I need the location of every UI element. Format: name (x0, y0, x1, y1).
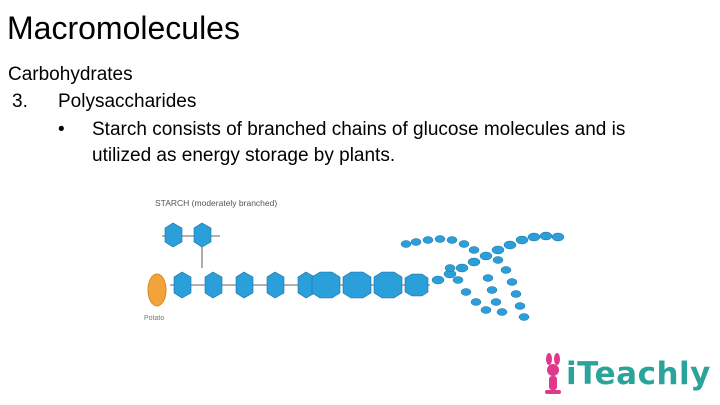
starch-caption: STARCH (moderately branched) (155, 198, 277, 208)
glucose-ring-icon (266, 271, 285, 299)
starch-diagram: STARCH (moderately branched) Potato (140, 190, 580, 330)
potato-label: Potato (144, 315, 164, 322)
iteachly-logo: iTeachly (540, 352, 710, 398)
bullet-line-1: • Starch consists of branched chains of g… (58, 118, 625, 142)
potato-icon (147, 273, 167, 307)
glucose-ring-icon (404, 273, 429, 297)
bullet-text-line1: Starch consists of branched chains of gl… (92, 119, 626, 140)
glucose-ring-icon (204, 271, 223, 299)
glucose-ring-icon (193, 222, 212, 248)
list-item-polysaccharides: 3. Polysaccharides (12, 90, 196, 114)
mascot-icon (545, 353, 561, 394)
glucose-ring-icon (164, 222, 183, 248)
glucose-ring-icon (235, 271, 254, 299)
logo-text: iTeachly (566, 356, 711, 392)
upper-glucose-rings (162, 222, 220, 268)
main-glucose-chain (170, 271, 430, 299)
branch-beads (400, 231, 565, 321)
glucose-ring-icon (173, 271, 192, 299)
list-item-label: Polysaccharides (58, 91, 197, 112)
bullet-text-line2: utilized as energy storage by plants. (92, 145, 396, 166)
bullet-icon: • (58, 119, 65, 140)
glucose-ring-icon (373, 271, 403, 299)
list-number: 3. (12, 91, 28, 112)
slide-title: Macromolecules (7, 10, 240, 46)
glucose-ring-icon (311, 271, 341, 299)
starch-diagram-svg: STARCH (moderately branched) Potato (144, 198, 565, 322)
heading-carbohydrates: Carbohydrates (8, 64, 133, 85)
glucose-ring-icon (342, 271, 372, 299)
